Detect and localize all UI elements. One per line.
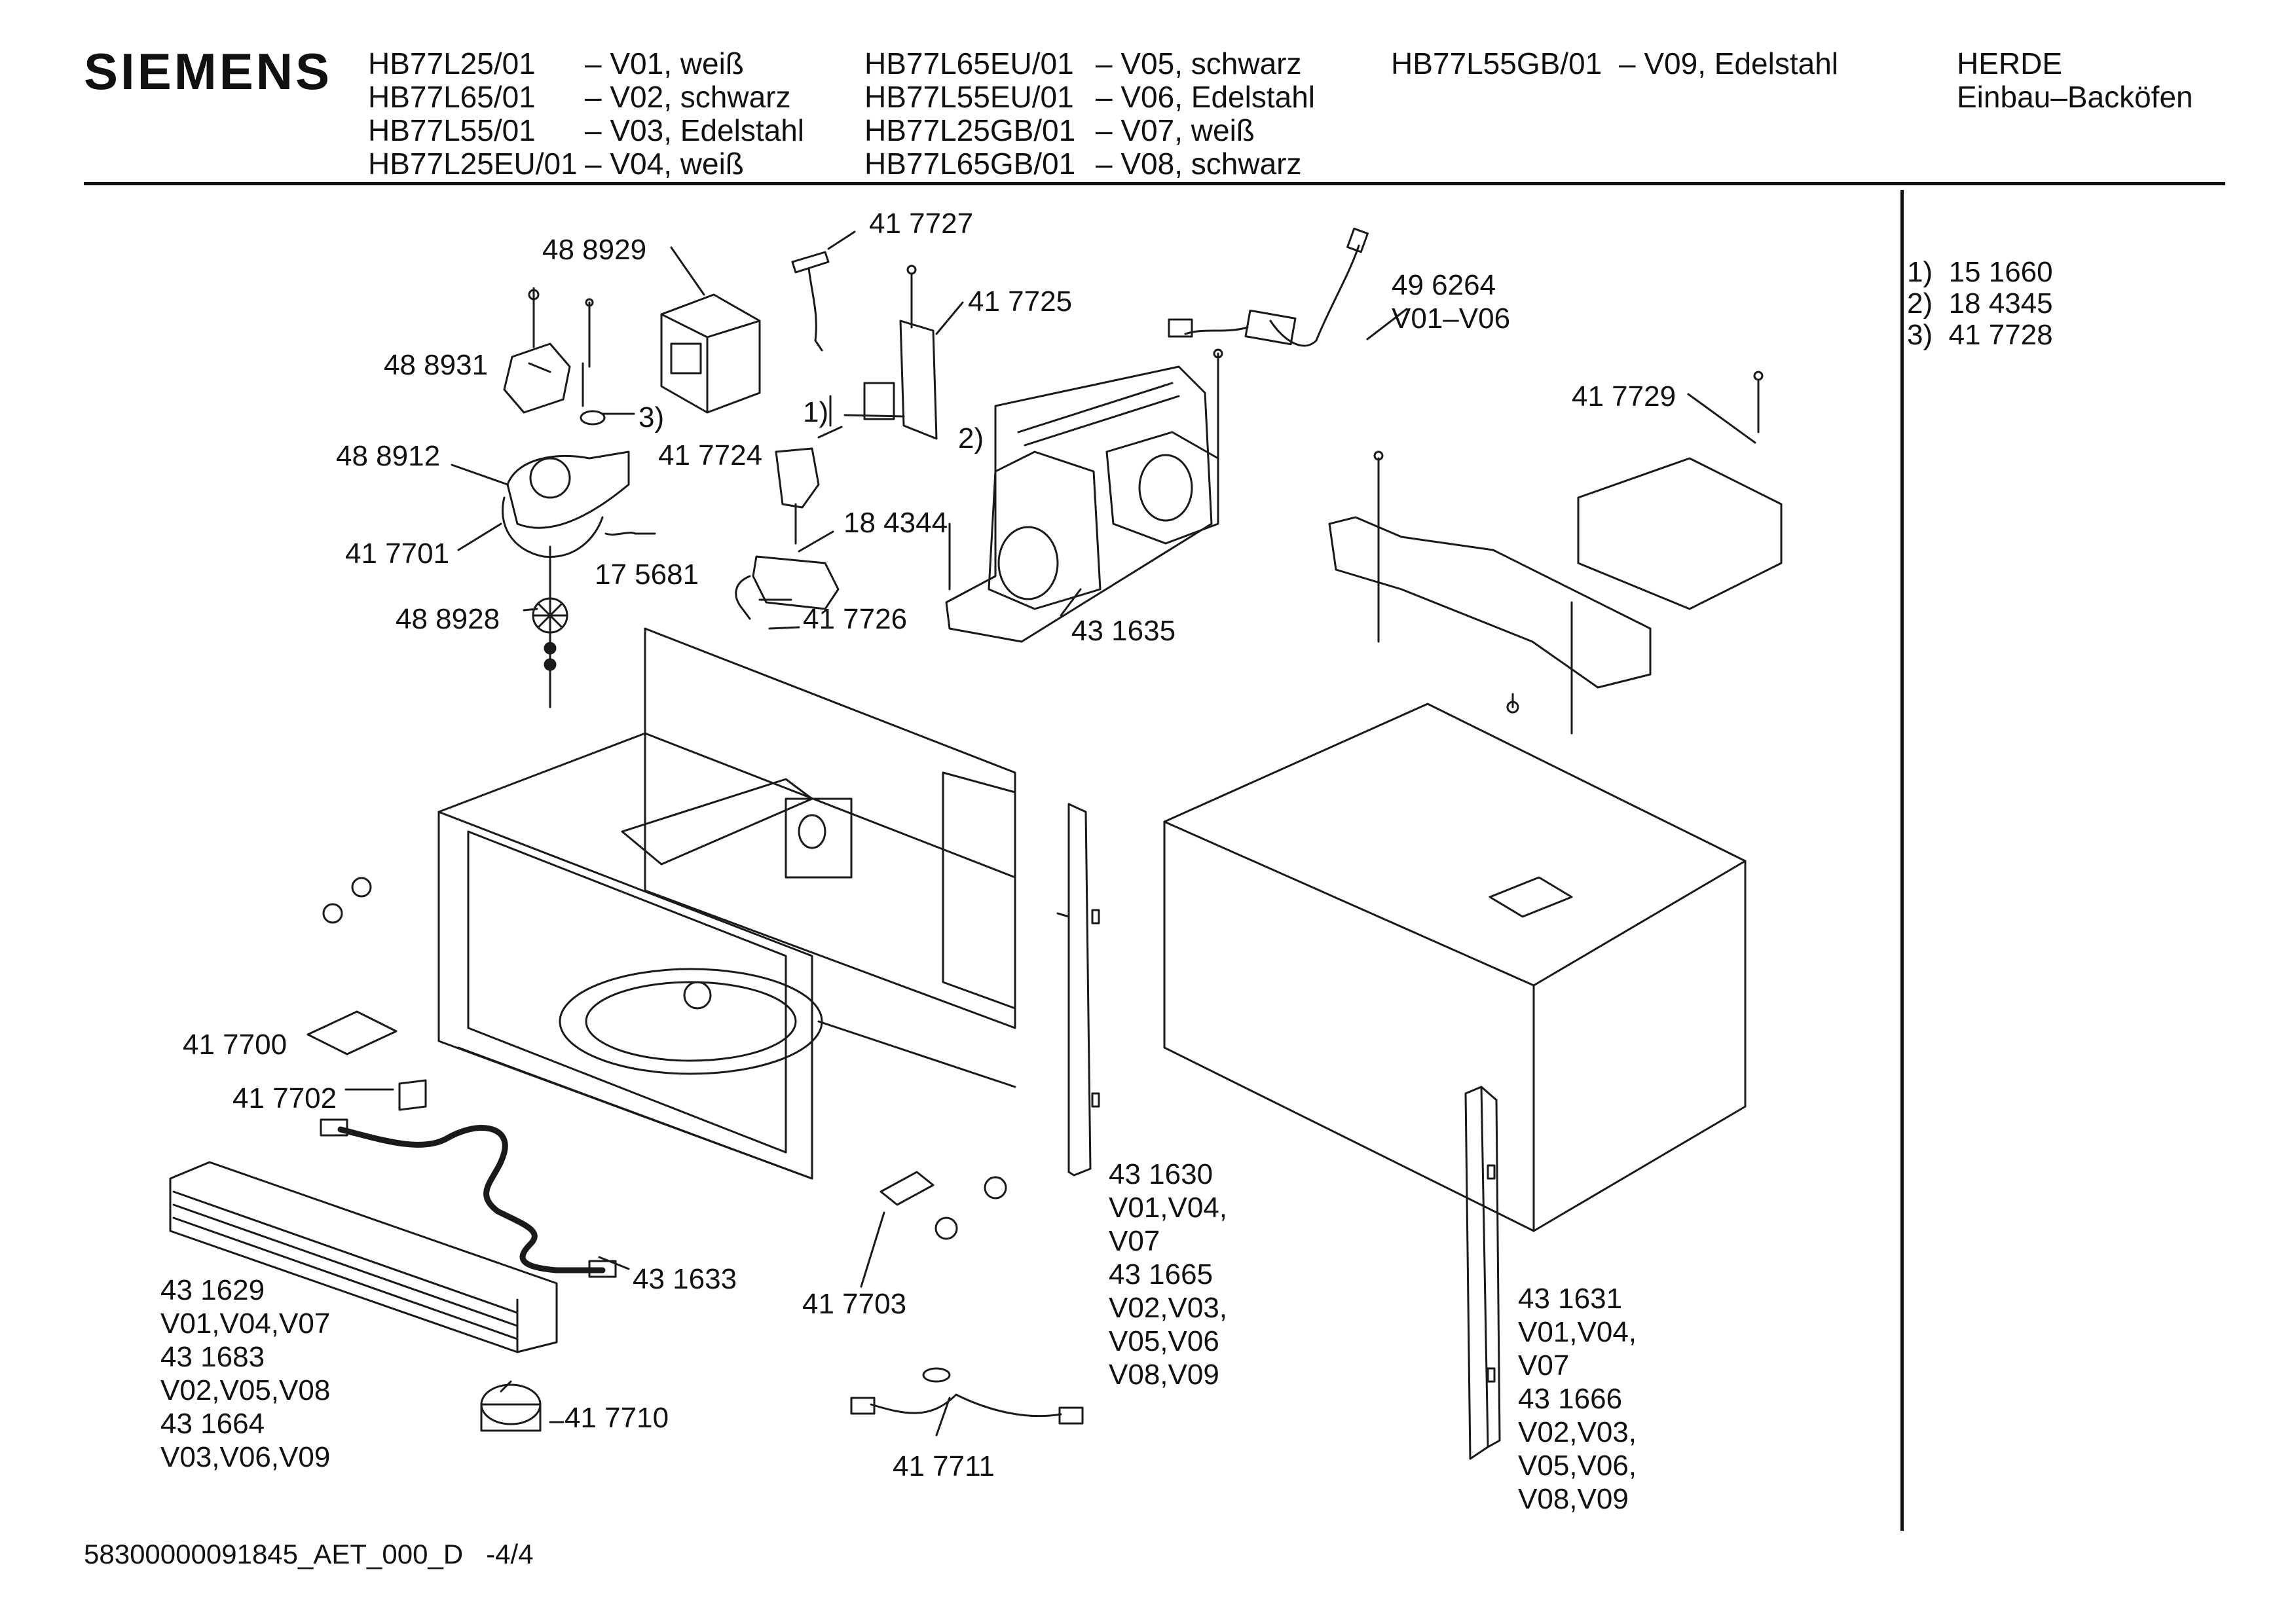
- part-label-431630: 43 1630 V01,V04, V07 43 1665 V02,V03, V0…: [1109, 1158, 1228, 1391]
- model-col2-row3-variant: – V07, weiß: [1096, 113, 1255, 147]
- model-col2-row1-model: HB77L65EU/01: [864, 46, 1074, 81]
- side-rail-right-shape: [1464, 1086, 1501, 1460]
- part-label-431631: 43 1631 V01,V04, V07 43 1666 V02,V03, V0…: [1518, 1283, 1637, 1515]
- mounting-brackets-shape: [1328, 371, 1783, 735]
- ref-label-1: 1): [803, 396, 829, 428]
- lamp-holder-shape: [775, 447, 820, 545]
- part-label-417702: 41 7702: [232, 1082, 337, 1114]
- capacitor-shape: [735, 555, 840, 620]
- part-label-417726: 41 7726: [803, 603, 908, 635]
- model-col3-row1-variant: – V09, Edelstahl: [1619, 46, 1839, 81]
- model-col1-row1-model: HB77L25/01: [368, 46, 536, 81]
- model-col1-row4-model: HB77L25EU/01: [368, 147, 578, 181]
- part-label-431635: 43 1635: [1071, 615, 1176, 647]
- model-col1-row1-variant: – V01, weiß: [585, 46, 744, 81]
- sidebar-divider: [1900, 190, 1904, 1531]
- model-col2-row2-variant: – V06, Edelstahl: [1096, 80, 1316, 114]
- ref-label-3: 3): [639, 401, 665, 433]
- part-label-417711: 41 7711: [893, 1450, 995, 1482]
- outer-casing-shape: [1163, 703, 1747, 1232]
- header-divider: [84, 182, 2225, 185]
- part-label-417703: 41 7703: [802, 1288, 907, 1320]
- model-col1-row2-model: HB77L65/01: [368, 80, 536, 114]
- category-subtitle: Einbau–Backöfen: [1957, 80, 2193, 114]
- category-title: HERDE: [1957, 46, 2063, 81]
- part-label-488931: 48 8931: [384, 349, 489, 381]
- part-label-496264: 49 6264 V01–V06: [1392, 269, 1511, 335]
- model-col1-row4-variant: – V04, weiß: [585, 147, 744, 181]
- part-label-417701: 41 7701: [345, 538, 450, 570]
- model-col3-row1-model: HB77L55GB/01: [1391, 46, 1602, 81]
- part-label-488929: 48 8929: [542, 234, 647, 266]
- ref-label-2: 2): [958, 422, 984, 454]
- model-col1-row3-model: HB77L55/01: [368, 113, 536, 147]
- part-label-417700: 41 7700: [183, 1029, 287, 1061]
- sensor-bracket-shape: [829, 265, 938, 440]
- legend-item-2: 2) 18 4345: [1907, 287, 2053, 320]
- part-label-431629: 43 1629 V01,V04,V07 43 1683 V02,V05,V08 …: [160, 1274, 331, 1473]
- door-catch-shape: [880, 1171, 935, 1206]
- heating-cable-shape: [337, 1125, 606, 1273]
- model-col2-row4-model: HB77L65GB/01: [864, 147, 1076, 181]
- fan-wheel-shape: [532, 545, 568, 708]
- thermal-cable-shape: [791, 251, 830, 352]
- part-label-417727: 41 7727: [869, 208, 974, 240]
- turntable-motor-shape: [480, 1380, 542, 1432]
- model-col2-row1-variant: – V05, schwarz: [1096, 46, 1302, 81]
- oven-cavity-shape: [437, 627, 1016, 1180]
- model-col2-row2-model: HB77L55EU/01: [864, 80, 1074, 114]
- brand-logo: SIEMENS: [84, 43, 333, 100]
- part-label-417724: 41 7724: [658, 439, 763, 471]
- model-col2-row3-model: HB77L25GB/01: [864, 113, 1076, 147]
- fan-housing-shape: [502, 450, 656, 558]
- mains-lead-shape: [1168, 227, 1369, 347]
- leader-lines: [344, 230, 1756, 1437]
- part-label-417725: 41 7725: [968, 285, 1073, 318]
- model-col2-row4-variant: – V08, schwarz: [1096, 147, 1302, 181]
- document-footer: 58300000091845_AET_000_D -4/4: [84, 1539, 534, 1569]
- model-col1-row2-variant: – V02, schwarz: [585, 80, 791, 114]
- part-label-488912: 48 8912: [336, 440, 441, 472]
- tangential-fan-shape: [945, 348, 1223, 643]
- model-col1-row3-variant: – V03, Edelstahl: [585, 113, 805, 147]
- small-fittings-shape: [322, 877, 1007, 1240]
- side-rail-left-shape: [1056, 803, 1100, 1177]
- part-label-417710: 41 7710: [565, 1402, 669, 1434]
- timer-motor-shape: [503, 287, 606, 426]
- part-label-417729: 41 7729: [1572, 380, 1676, 412]
- front-trim-strip-shape: [169, 1161, 558, 1353]
- cover-plate-shape: [306, 1010, 398, 1055]
- part-label-431633: 43 1633: [633, 1263, 737, 1295]
- legend-item-3: 3) 41 7728: [1907, 319, 2053, 351]
- transformer-shape: [660, 293, 761, 414]
- wiring-harness-shape: [850, 1367, 1084, 1425]
- part-label-488928: 48 8928: [396, 603, 500, 635]
- legend-item-1: 1) 15 1660: [1907, 256, 2053, 288]
- part-label-184344: 18 4344: [843, 507, 948, 539]
- part-label-175681: 17 5681: [595, 559, 699, 591]
